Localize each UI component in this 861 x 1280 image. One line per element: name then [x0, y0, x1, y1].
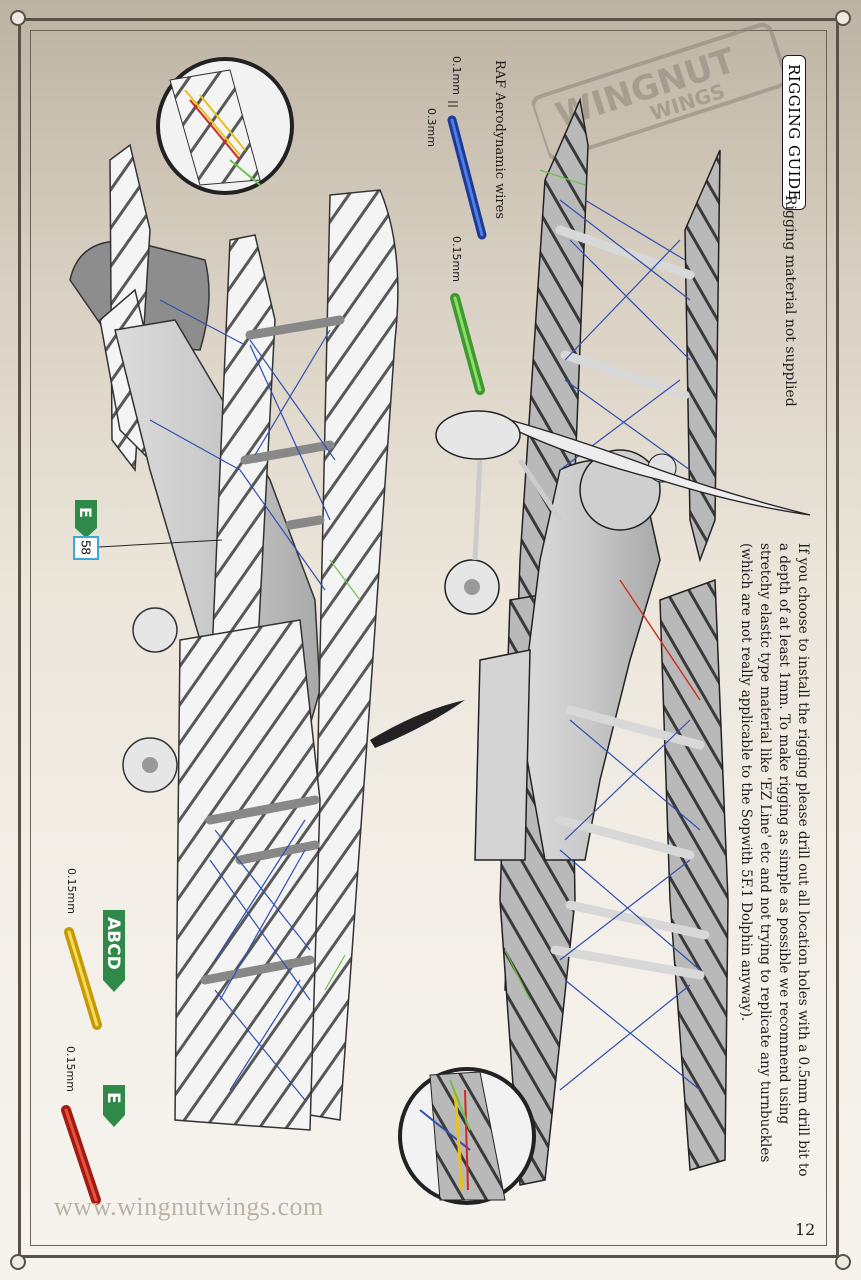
page-subtitle: Rigging material not supplied — [782, 195, 798, 407]
tag-abcd-label: ABCD — [103, 917, 123, 970]
corner-ornament — [835, 10, 851, 26]
red-wire-size: 0.15mm — [64, 1046, 77, 1092]
tag-e-part — [75, 500, 97, 538]
page-border-inner — [30, 30, 827, 1246]
wire-sample-yellow — [64, 927, 102, 1030]
yellow-wire-size: 0.15mm — [65, 868, 78, 914]
website-url: www.wingnutwings.com — [54, 1192, 324, 1221]
wire-sample-red — [61, 1105, 101, 1205]
raf-size-thin: 0.1mm — [450, 56, 463, 95]
part-number: 58 — [78, 540, 94, 555]
tag-e-red-label: E — [103, 1092, 123, 1104]
wire-sample-raf — [447, 101, 487, 240]
corner-ornament — [10, 1254, 26, 1270]
part-leader-line — [98, 539, 223, 548]
tag-abcd — [103, 910, 125, 992]
wire-sample-green — [450, 293, 485, 395]
aircraft-underside-view — [435, 97, 811, 1186]
corner-ornament — [10, 10, 26, 26]
page-title: RIGGING GUIDE — [782, 55, 806, 211]
aircraft-top-view — [69, 143, 465, 1131]
green-wire-size: 0.15mm — [450, 236, 463, 282]
instructions-text: If you choose to install the rigging ple… — [738, 543, 811, 1177]
detail-circle-tail — [156, 57, 294, 195]
raf-size-thick: 0.3mm — [425, 108, 438, 147]
part-number-callout: 58 — [73, 536, 99, 560]
raf-wires-label: RAF Aerodynamic wires — [492, 60, 507, 220]
page-border-outer — [18, 18, 839, 1258]
page-number: 12 — [795, 1220, 816, 1239]
tag-e-red — [103, 1085, 125, 1127]
corner-ornament — [835, 1254, 851, 1270]
tag-e-part-label: E — [76, 507, 95, 518]
detail-circle-strut — [398, 1067, 536, 1205]
